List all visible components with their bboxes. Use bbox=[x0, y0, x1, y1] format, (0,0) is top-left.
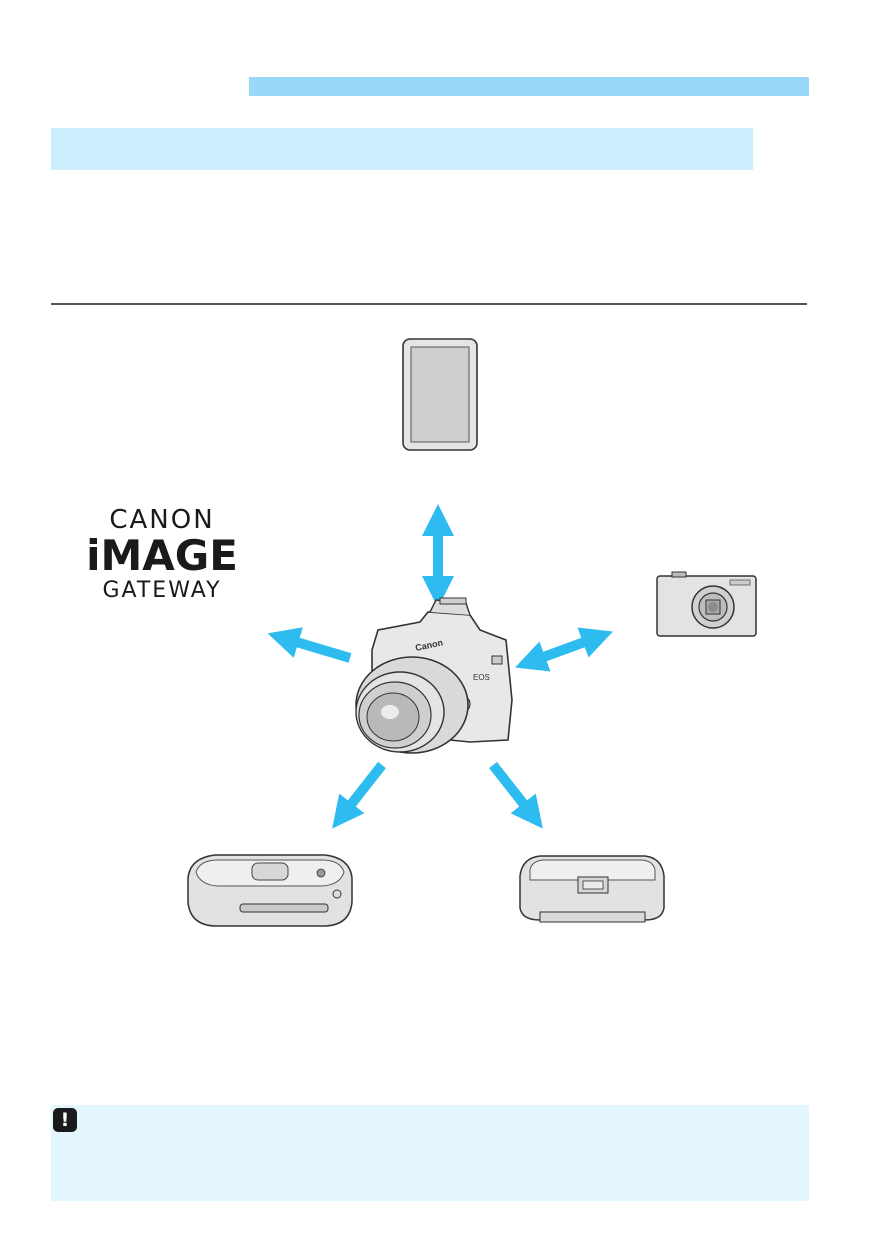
section-title-bar bbox=[249, 77, 809, 96]
connection-diagram: Canon EOS bbox=[0, 320, 894, 960]
divider bbox=[51, 303, 807, 305]
arrow-connect-station bbox=[342, 765, 382, 816]
dslr-camera-icon: Canon EOS bbox=[356, 598, 512, 753]
camera-model-label: EOS bbox=[473, 673, 490, 682]
arrow-printer bbox=[493, 765, 533, 816]
smartphone-icon bbox=[403, 339, 477, 450]
compact-camera-icon bbox=[657, 572, 756, 636]
arrow-compact-camera bbox=[530, 637, 598, 662]
connect-station-icon bbox=[188, 855, 352, 926]
heading-bar bbox=[51, 128, 753, 170]
caution-box bbox=[51, 1105, 809, 1201]
printer-icon bbox=[520, 856, 664, 922]
arrow-web-service bbox=[283, 638, 350, 658]
caution-icon: ! bbox=[53, 1108, 77, 1132]
